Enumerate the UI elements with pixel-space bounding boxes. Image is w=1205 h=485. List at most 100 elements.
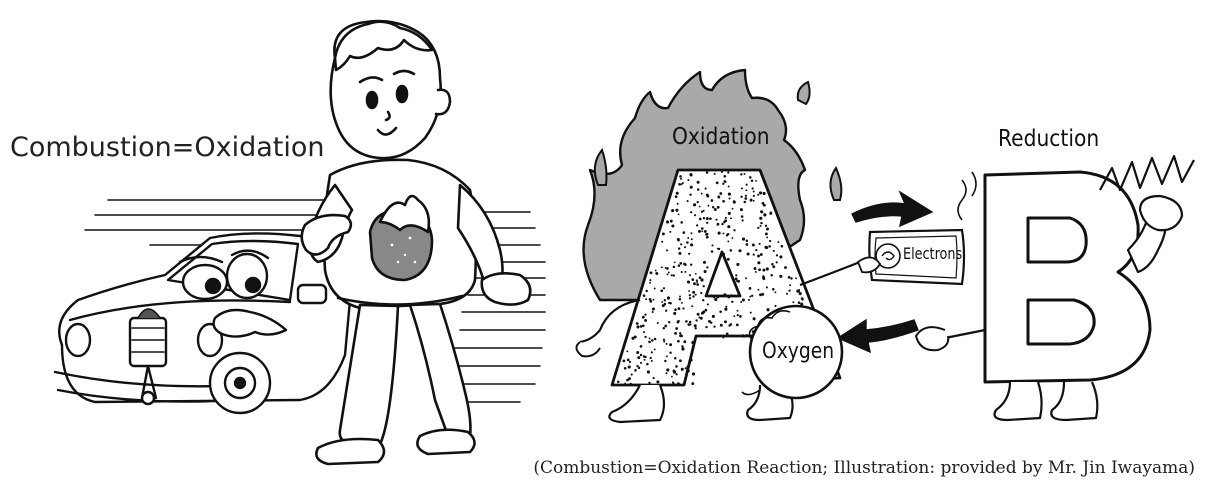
stipple-dot [690,232,692,234]
stipple-dot [724,320,727,323]
stipple-dot [769,240,771,242]
stipple-dot [740,173,742,175]
stipple-dot [643,331,645,333]
stipple-dot [703,285,705,287]
stipple-dot [744,197,747,200]
stipple-dot [701,312,704,315]
stipple-dot [762,275,764,277]
stipple-dot [705,309,708,312]
stipple-dot [676,192,679,195]
stipple-dot [766,236,768,238]
stipple-dot [624,382,626,384]
stipple-dot [704,230,707,233]
stipple-dot [628,365,631,368]
stipple-dot [776,254,778,256]
reduction-label: Reduction [998,126,1099,152]
stipple-dot [687,280,690,283]
stipple-dot [689,274,691,276]
stipple-dot [687,200,689,202]
stipple-dot [711,199,714,202]
stipple-dot [696,224,698,226]
stipple-dot [753,253,755,255]
stipple-dot [772,288,775,291]
stipple-dot [758,268,761,271]
stipple-dot [673,371,676,374]
stipple-dot [617,381,620,384]
stipple-dot [681,271,683,273]
stipple-dot [712,206,714,208]
stipple-dot [692,295,694,297]
stipple-dot [765,232,768,235]
stipple-dot [698,316,700,318]
stipple-dot [755,180,757,182]
stipple-dot [742,238,745,241]
stipple-dot [717,206,720,209]
stipple-dot [693,282,696,285]
stipple-dot [661,241,663,243]
stipple-dot [679,298,682,301]
stipple-dot [749,176,752,179]
stipple-dot [694,324,697,327]
stipple-dot [722,336,724,338]
stipple-dot [706,193,709,196]
stipple-dot [699,276,702,279]
stipple-dot [652,307,655,310]
stipple-dot [798,289,800,291]
stipple-dot [738,249,741,252]
stipple-dot [664,303,667,306]
stipple-dot [681,368,684,371]
stipple-dot [710,322,712,324]
stipple-dot [667,273,669,275]
stipple-dot [701,193,703,195]
stipple-dot [741,215,744,218]
stipple-dot [776,261,778,263]
stipple-dot [723,253,725,255]
stipple-dot [636,351,639,354]
stipple-dot [720,324,723,327]
stipple-dot [661,266,663,268]
stipple-dot [669,231,671,233]
stipple-dot [681,183,683,185]
stipple-dot [651,360,653,362]
stipple-dot [664,325,667,328]
stipple-dot [631,374,633,376]
stipple-dot [737,314,739,316]
stipple-dot [727,258,730,261]
stipple-dot [673,266,676,269]
stipple-dot [654,338,657,341]
stipple-dot [681,347,684,350]
stipple-dot [668,271,670,273]
stipple-dot [760,210,763,213]
stipple-dot [723,293,726,296]
stipple-dot [716,182,719,185]
stipple-dot [733,229,735,231]
stipple-dot [689,321,692,324]
stipple-dot [640,354,643,357]
stipple-dot [685,367,687,369]
stipple-dot [643,294,646,297]
stipple-dot [649,298,652,301]
stipple-dot [700,278,703,281]
stipple-dot [640,362,642,364]
stipple-dot [742,334,745,337]
stipple-dot [772,265,775,268]
stipple-dot [699,206,701,208]
stipple-dot [749,287,752,290]
stipple-dot [650,357,652,359]
stipple-dot [727,240,729,242]
stipple-dot [707,205,709,207]
stipple-dot [701,230,703,232]
stipple-dot [755,249,757,251]
stipple-dot [751,295,753,297]
stipple-dot [669,351,671,353]
stipple-dot [678,252,681,255]
stipple-dot [719,192,722,195]
stipple-dot [671,224,674,227]
stipple-dot [684,246,686,248]
stipple-dot [751,187,753,189]
stipple-dot [726,332,729,335]
stipple-dot [718,232,721,235]
stipple-dot [689,297,691,299]
stipple-dot [788,289,790,291]
stipple-dot [713,296,715,298]
